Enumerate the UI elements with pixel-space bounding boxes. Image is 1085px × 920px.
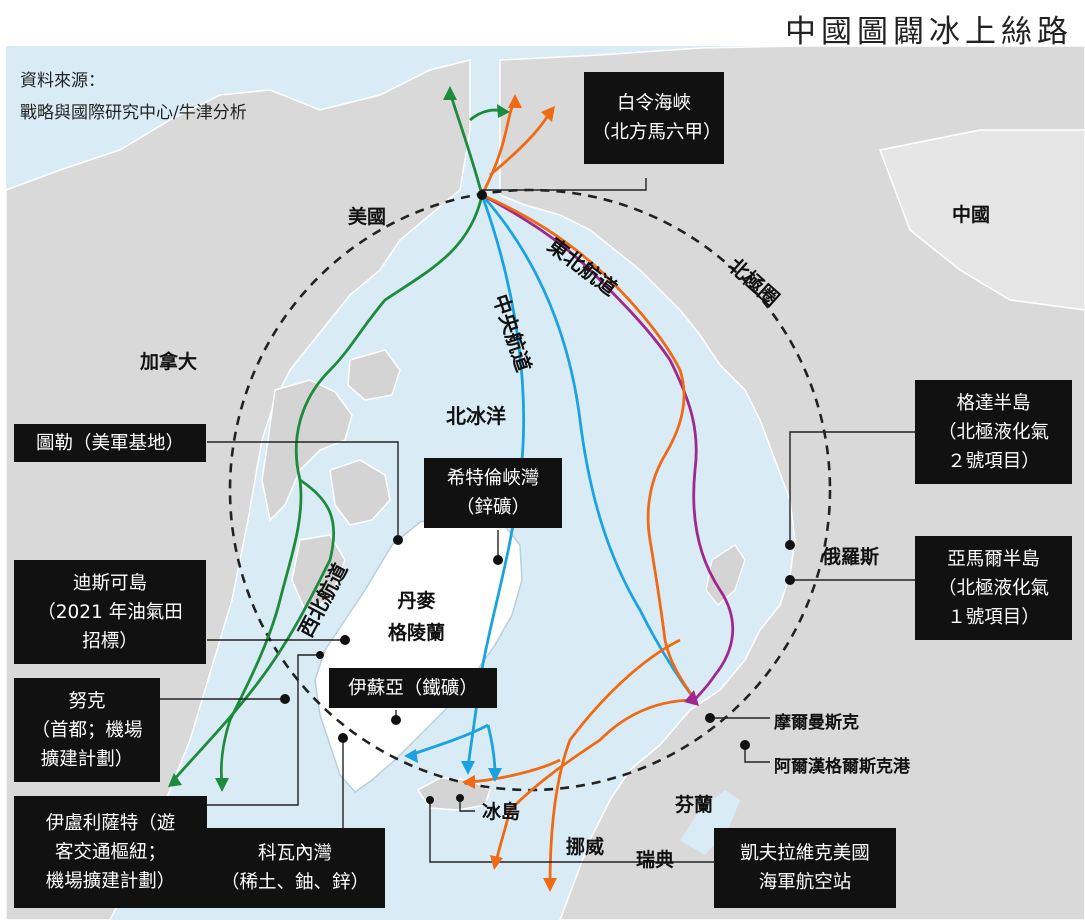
label-iceland: 冰島 (482, 801, 521, 823)
callout-disko-note-1: （2021 年油氣田 (37, 601, 183, 623)
callout-yamal-name: 亞馬爾半島 (947, 548, 1040, 570)
source-label: 資料來源： (20, 71, 105, 91)
callout-ilulissat-name: 伊盧利薩特（遊 (45, 812, 176, 834)
callout-gydan-note-1: （北極液化氣 (937, 421, 1049, 443)
callout-disko-note-2: 招標） (82, 630, 138, 652)
callout-citronen-name: 希特倫峽灣 (446, 468, 540, 489)
location-markers (280, 190, 795, 804)
eurasia-landmass (499, 46, 1085, 920)
label-greenland: 丹麥 格陵蘭 (388, 590, 446, 644)
baltic-sea (680, 790, 740, 855)
callout-gydan-name: 格達半島 (956, 392, 1031, 414)
callout-nuuk-note-2: 擴建計劃） (40, 748, 134, 770)
callout-keflavik-line-1: 凱夫拉維克美國 (740, 843, 870, 864)
northeast-route-purple (481, 193, 735, 701)
label-arctic-ocean: 北冰洋 (446, 404, 506, 428)
callout-disko: 迪斯可島 （2021 年油氣田 招標） (14, 560, 206, 664)
port-murmansk: 摩爾曼斯克 (774, 713, 859, 733)
label-canada: 加拿大 (140, 351, 198, 373)
china-region (878, 129, 1085, 311)
callout-bering-strait: 白令海峽 （北方馬六甲） (584, 72, 724, 164)
port-arkhangelsk: 阿爾漢格爾斯克港 (774, 757, 910, 777)
canadian-arctic-islands (261, 349, 401, 611)
callout-gydan-note-2: ２號項目） (947, 450, 1040, 472)
callout-bering-name: 白令海峽 (616, 93, 691, 114)
label-russia: 俄羅斯 (822, 546, 880, 568)
callout-thule: 圖勒（美軍基地） (14, 424, 206, 462)
callout-bering-note: （北方馬六甲） (592, 122, 722, 143)
callout-ilulissat-note-1: 客交通樞紐； (54, 841, 166, 863)
leader-lines (160, 178, 915, 863)
route-arrowheads (168, 86, 699, 892)
callout-nuuk-name: 努克 (68, 690, 106, 712)
callout-yamal-note-1: （北極液化氣 (937, 577, 1049, 599)
source-text: 戰略與國際研究中心/牛津分析 (20, 103, 247, 123)
label-china: 中國 (952, 204, 991, 226)
callout-nuuk: 努克 （首都；機場 擴建計劃） (14, 678, 160, 782)
callout-keflavik: 凱夫拉維克美國 海軍航空站 (714, 828, 896, 908)
callout-keflavik-line-2: 海軍航空站 (758, 872, 852, 893)
callout-isua: 伊蘇亞（鐵礦） (329, 668, 497, 708)
callout-citronen-note: （鋅礦） (455, 497, 530, 518)
callout-disko-name: 迪斯可島 (72, 572, 147, 594)
callout-yamal: 亞馬爾半島 （北極液化氣 １號項目） (915, 536, 1072, 640)
callout-ilulissat-note-2: 機場擴建計劃） (45, 870, 176, 892)
map-title: 中國圖闢冰上絲路 (785, 14, 1073, 50)
label-sweden: 瑞典 (636, 849, 675, 871)
callout-citronen: 希特倫峽灣 （鋅礦） (424, 458, 562, 528)
label-norway: 挪威 (566, 836, 605, 858)
callout-kvanefjeld-note: （稀土、鈾、鋅） (220, 872, 369, 893)
callout-isua-name: 伊蘇亞（鐵礦） (348, 677, 478, 699)
label-finland: 芬蘭 (675, 794, 714, 816)
novaya-zemlya (705, 544, 746, 606)
callout-yamal-note-2: １號項目） (947, 606, 1040, 628)
label-usa: 美國 (348, 206, 387, 228)
callout-gydan: 格達半島 （北極液化氣 ２號項目） (915, 380, 1072, 484)
callout-thule-name: 圖勒（美軍基地） (35, 432, 184, 454)
callout-nuuk-note-1: （首都；機場 (31, 719, 143, 741)
callout-ilulissat: 伊盧利薩特（遊 客交通樞紐； 機場擴建計劃） (14, 796, 207, 908)
callout-kvanefjeld-name: 科瓦內灣 (257, 843, 332, 864)
arctic-map (6, 46, 1085, 920)
callout-kvanefjeld: 科瓦內灣 （稀土、鈾、鋅） (205, 828, 385, 908)
